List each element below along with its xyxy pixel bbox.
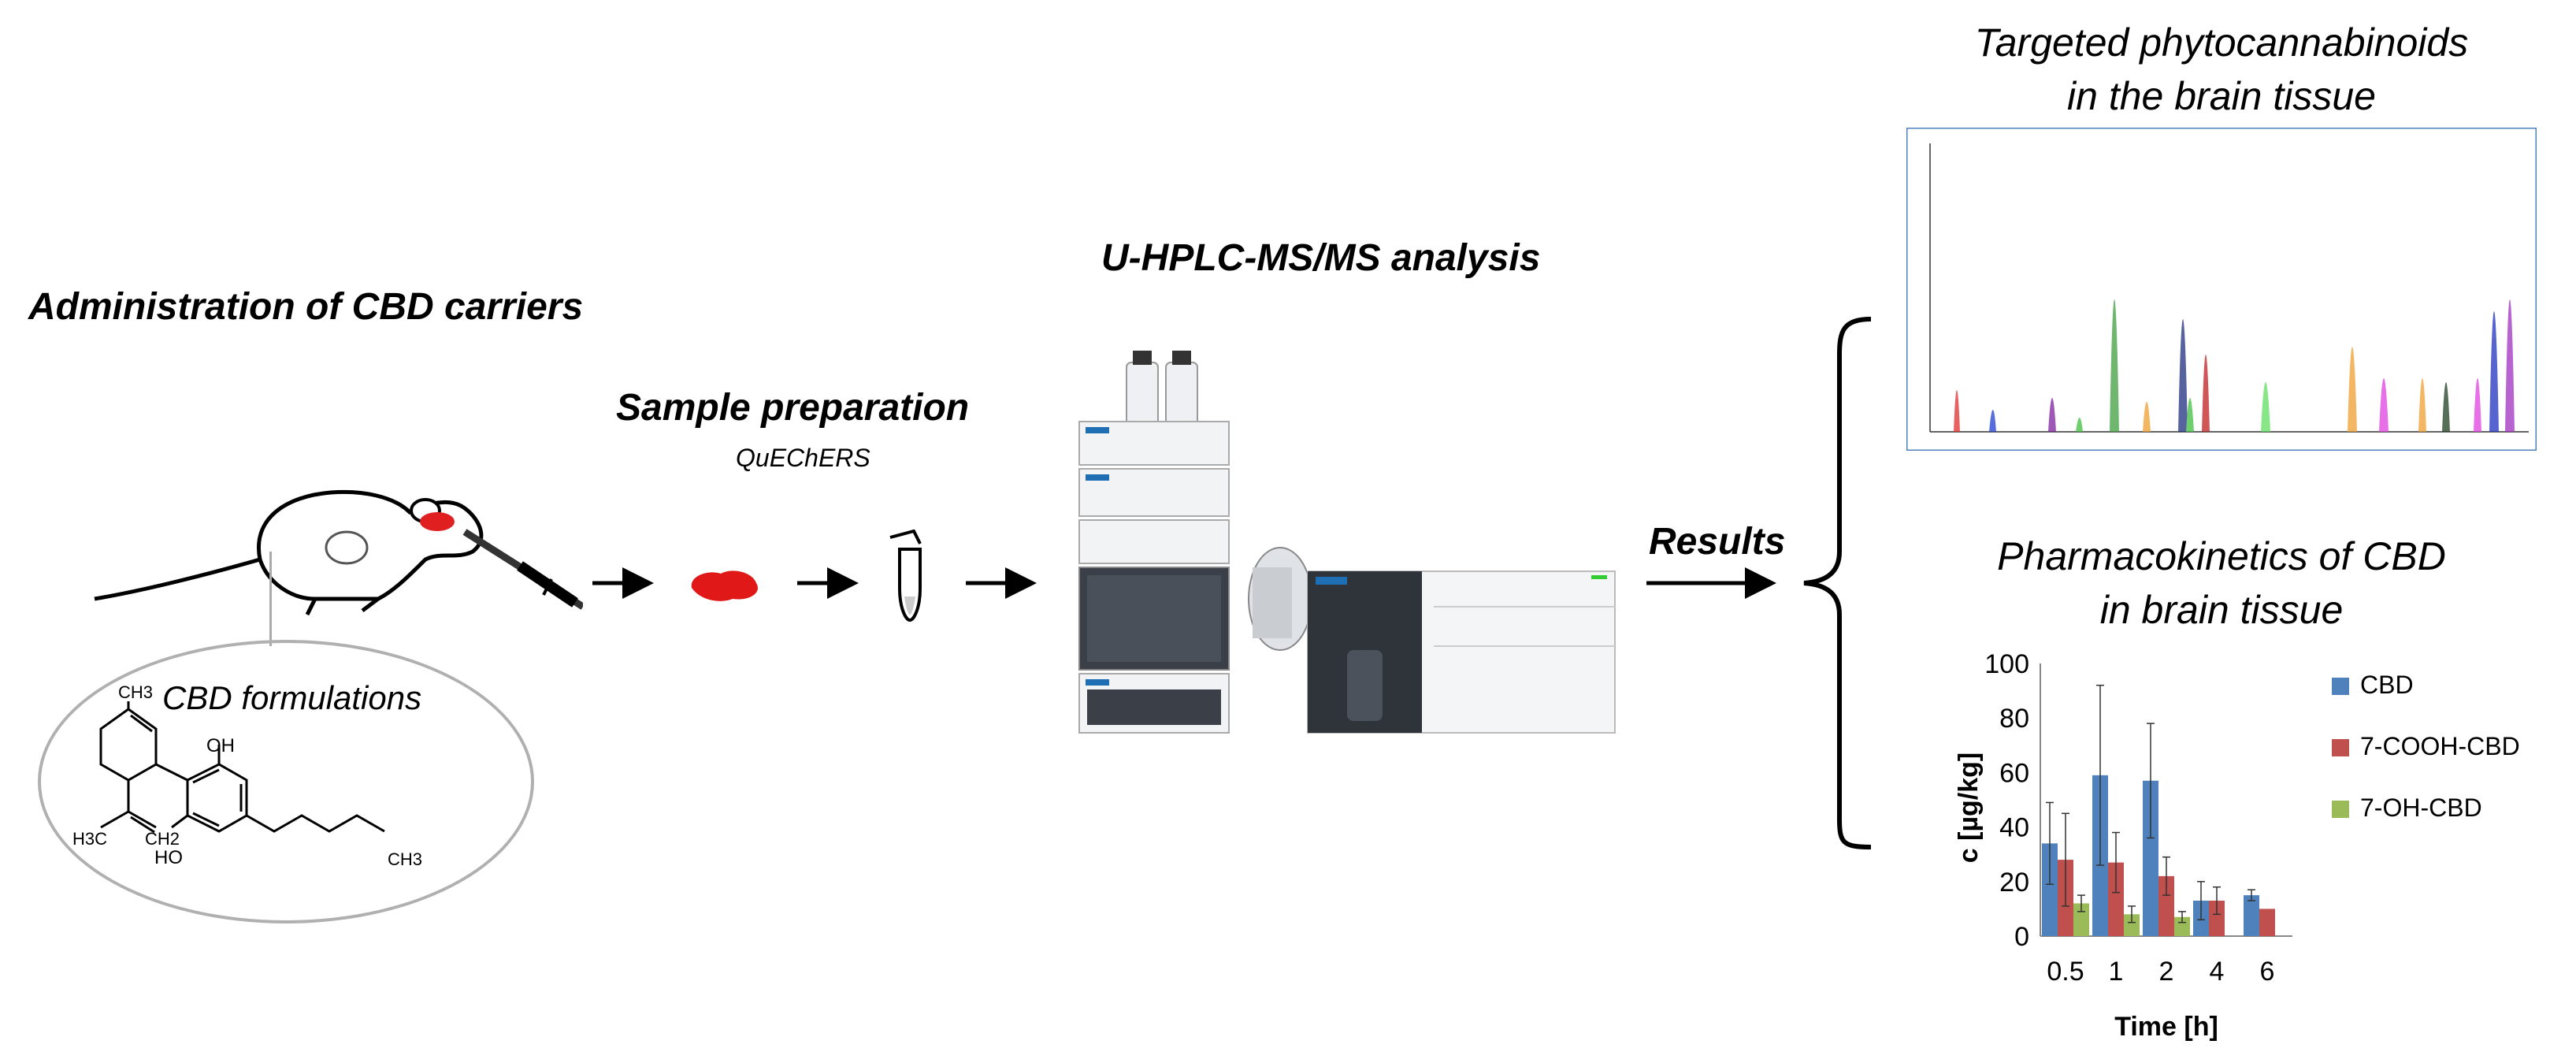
y-axis-label: c [µg/kg] xyxy=(1954,753,1984,863)
x-tick-label: 0.5 xyxy=(2047,957,2084,987)
cbd-molecule-structure xyxy=(99,701,385,834)
legend-swatch-cbd xyxy=(2332,678,2349,695)
bar-7-oh-cbd xyxy=(2174,916,2190,936)
chromatogram-title-line2: in the brain tissue xyxy=(2067,74,2376,118)
x-axis-label: Time [h] xyxy=(2114,1012,2218,1042)
legend-label-7-oh-cbd: 7-OH-CBD xyxy=(2360,793,2482,822)
molecule-ch3-right: CH3 xyxy=(388,849,423,869)
sample-prep-method: QuEChERS xyxy=(736,444,870,472)
x-tick-label: 4 xyxy=(2210,957,2225,987)
y-tick-label: 40 xyxy=(1999,813,2029,843)
legend-swatch-7-cooh-cbd xyxy=(2332,739,2349,756)
pk-chart-title-line1: Pharmacokinetics of CBD xyxy=(1997,534,2446,578)
molecule-ho: HO xyxy=(154,847,183,868)
administration-heading: Administration of CBD carriers xyxy=(28,286,584,328)
rat-brain-icon xyxy=(420,512,455,531)
formulations-label: CBD formulations xyxy=(162,679,422,716)
tube-icon xyxy=(889,530,922,622)
chromatogram-plot xyxy=(1906,128,2537,451)
pk-chart-title-line2: in brain tissue xyxy=(2099,588,2344,632)
sample-prep-heading: Sample preparation xyxy=(616,387,970,429)
x-tick-label: 1 xyxy=(2109,957,2124,987)
results-brace xyxy=(1803,317,1872,849)
y-tick-label: 80 xyxy=(1999,704,2029,734)
brain-tissue-icon xyxy=(691,570,758,601)
bar-7-cooh-cbd xyxy=(2108,862,2124,936)
molecule-h3c: H3C xyxy=(72,829,108,849)
molecule-ch3-top: CH3 xyxy=(118,682,154,702)
rat-illustration xyxy=(94,489,583,616)
x-tick-label: 6 xyxy=(2260,957,2275,987)
chromatogram-title: Targeted phytocannabinoids in the brain … xyxy=(1914,16,2529,123)
molecule-ch2: CH2 xyxy=(145,829,180,849)
y-tick-label: 0 xyxy=(2014,922,2029,952)
formulations-ellipse xyxy=(38,640,534,924)
legend-label-cbd: CBD xyxy=(2360,671,2414,699)
legend-swatch-7-oh-cbd xyxy=(2332,801,2349,818)
bar-cbd xyxy=(2042,843,2058,936)
hplc-ms-instrument xyxy=(1078,351,1616,734)
y-tick-label: 20 xyxy=(1999,868,2029,897)
chromatogram-title-line1: Targeted phytocannabinoids xyxy=(1974,20,2469,65)
bar-7-cooh-cbd xyxy=(2259,909,2275,936)
bar-7-cooh-cbd xyxy=(2209,901,2225,936)
y-tick-label: 60 xyxy=(1999,758,2029,788)
x-tick-label: 2 xyxy=(2159,957,2174,987)
y-tick-label: 100 xyxy=(1984,649,2029,679)
analysis-heading: U-HPLC-MS/MS analysis xyxy=(1101,237,1541,279)
bar-cbd xyxy=(2244,895,2259,936)
bar-7-cooh-cbd xyxy=(2158,875,2174,936)
legend-label-7-cooh-cbd: 7-COOH-CBD xyxy=(2360,732,2520,760)
pk-chart-title: Pharmacokinetics of CBD in brain tissue xyxy=(1938,530,2505,637)
results-heading: Results xyxy=(1649,521,1786,563)
bar-cbd xyxy=(2143,780,2158,936)
bar-7-oh-cbd xyxy=(2124,914,2140,936)
molecule-oh-top: OH xyxy=(206,735,235,756)
